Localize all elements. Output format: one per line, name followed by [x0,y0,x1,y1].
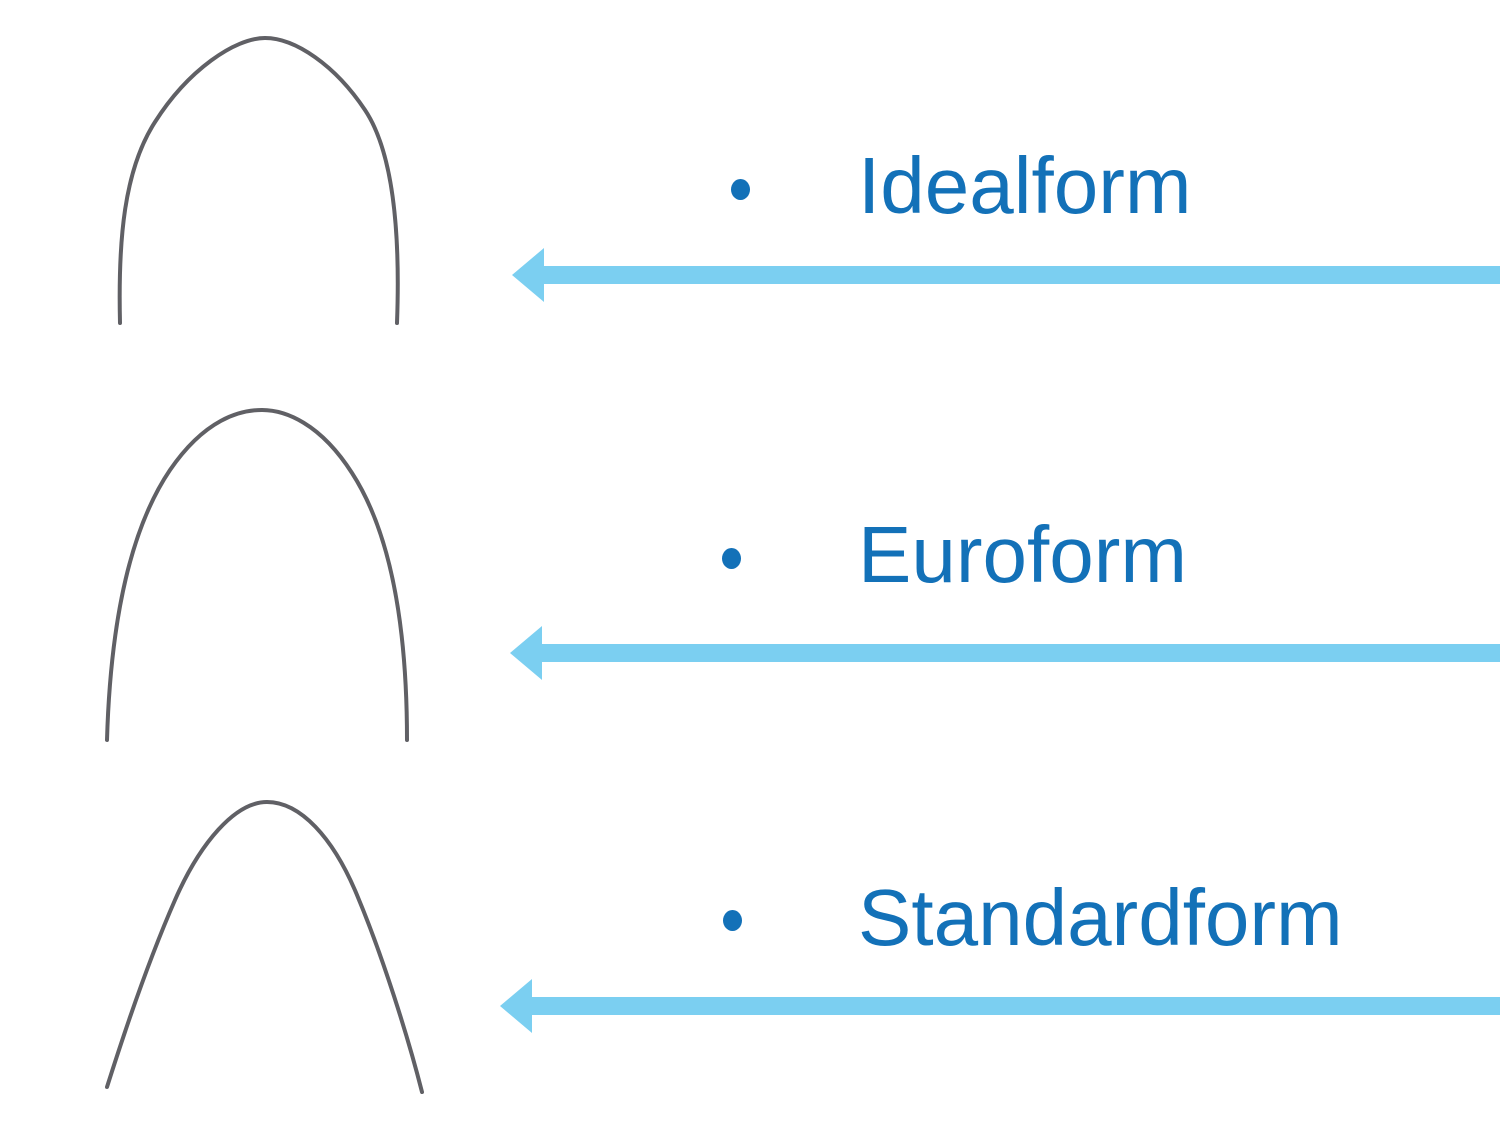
bullet-dot-icon [723,910,742,931]
bullet-dot-icon [731,179,750,200]
archwire-standardform-icon [105,799,424,1094]
form-label-standardform: Standardform [858,873,1343,962]
form-label-idealform: Idealform [858,141,1192,230]
left-arrow-icon [512,248,1500,302]
archwire-euroform-icon [105,407,409,742]
left-arrow-icon [510,626,1500,680]
bullet-dot-icon [722,548,741,569]
left-arrow-icon [500,979,1500,1033]
archwire-idealform-icon [117,35,400,325]
form-label-euroform: Euroform [858,510,1187,599]
